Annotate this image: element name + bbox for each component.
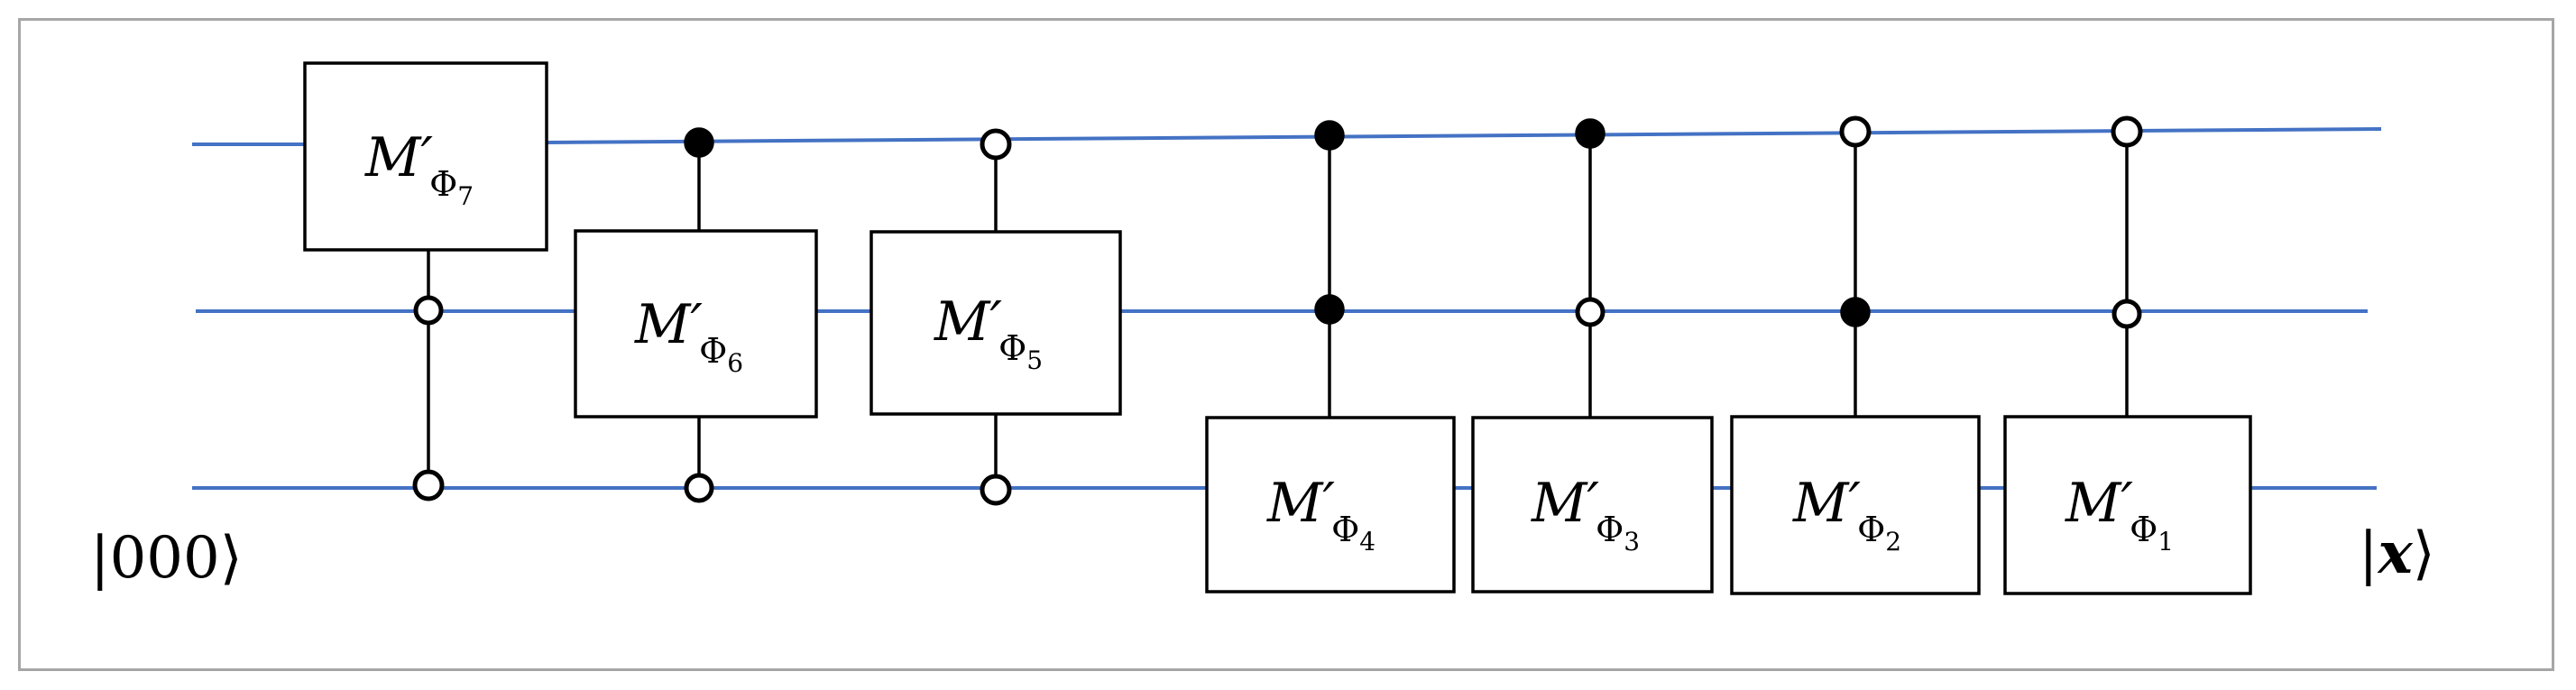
control-open-g3-q1: [1575, 297, 1605, 327]
gate-label-g7: M′Φ7: [364, 126, 474, 211]
gate-box-g6: [574, 229, 818, 419]
gate-label-g3: M′Φ3: [1531, 472, 1640, 557]
gate-index: 1: [2157, 527, 2174, 557]
control-filled-g2-q1: [1840, 297, 1871, 327]
gate-subscript: Φ: [2130, 510, 2157, 549]
gate-box-g7: [303, 61, 548, 252]
ket-close: ⟩: [2413, 520, 2435, 587]
gate-label-g4: M′Φ4: [1266, 472, 1375, 557]
gate-box-g1: [2003, 415, 2252, 595]
control-open-g1-q0: [2111, 115, 2143, 148]
gate-subscript: Φ: [998, 328, 1026, 368]
control-open-g7-q2: [412, 469, 445, 501]
gate-symbol: M′: [1266, 472, 1335, 535]
ket-open: |: [2359, 520, 2378, 587]
gate-index: 4: [1359, 527, 1375, 557]
gate-box-g2: [1730, 415, 1981, 595]
ket-symbol: x: [2377, 520, 2414, 587]
gate-subscript: Φ: [699, 331, 727, 371]
control-open-g5-q0: [980, 128, 1012, 161]
gate-label-g1: M′Φ1: [2065, 472, 2174, 557]
input-state-label: |000⟩: [90, 525, 243, 592]
gate-label-g6: M′Φ6: [634, 293, 743, 378]
control-open-g2-q0: [1839, 115, 1872, 148]
gate-symbol: M′: [1792, 472, 1861, 535]
gate-symbol: M′: [364, 126, 433, 189]
gate-box-g3: [1471, 416, 1714, 593]
gate-subscript: Φ: [1596, 510, 1624, 549]
gate-box-g5: [869, 230, 1122, 416]
gate-symbol: M′: [2065, 472, 2133, 535]
gate-index: 5: [1026, 345, 1043, 375]
gate-symbol: M′: [934, 290, 1002, 354]
output-state-label: |x⟩: [2359, 520, 2435, 587]
gate-label-g2: M′Φ2: [1792, 472, 1901, 557]
qubit-wire-0-segment-b: [546, 127, 2382, 144]
control-filled-g4-q0: [1314, 120, 1345, 151]
control-filled-g4-q1: [1314, 294, 1345, 325]
control-filled-g3-q0: [1575, 118, 1605, 149]
gate-symbol: M′: [1531, 472, 1599, 535]
gate-index: 7: [457, 181, 474, 211]
control-open-g7-q1: [413, 295, 444, 326]
gate-label-g5: M′Φ5: [934, 290, 1043, 375]
control-open-g5-q2: [980, 474, 1012, 506]
gate-subscript: Φ: [429, 164, 457, 204]
gate-index: 2: [1885, 527, 1901, 557]
control-open-g1-q1: [2111, 299, 2142, 329]
gate-box-g4: [1205, 416, 1456, 593]
gate-index: 3: [1624, 527, 1640, 557]
gate-subscript: Φ: [1857, 510, 1885, 549]
gate-subscript: Φ: [1331, 510, 1359, 549]
control-open-g6-q2: [684, 473, 714, 503]
gate-index: 6: [727, 348, 743, 378]
gate-symbol: M′: [634, 293, 703, 356]
control-filled-g6-q0: [684, 127, 714, 158]
